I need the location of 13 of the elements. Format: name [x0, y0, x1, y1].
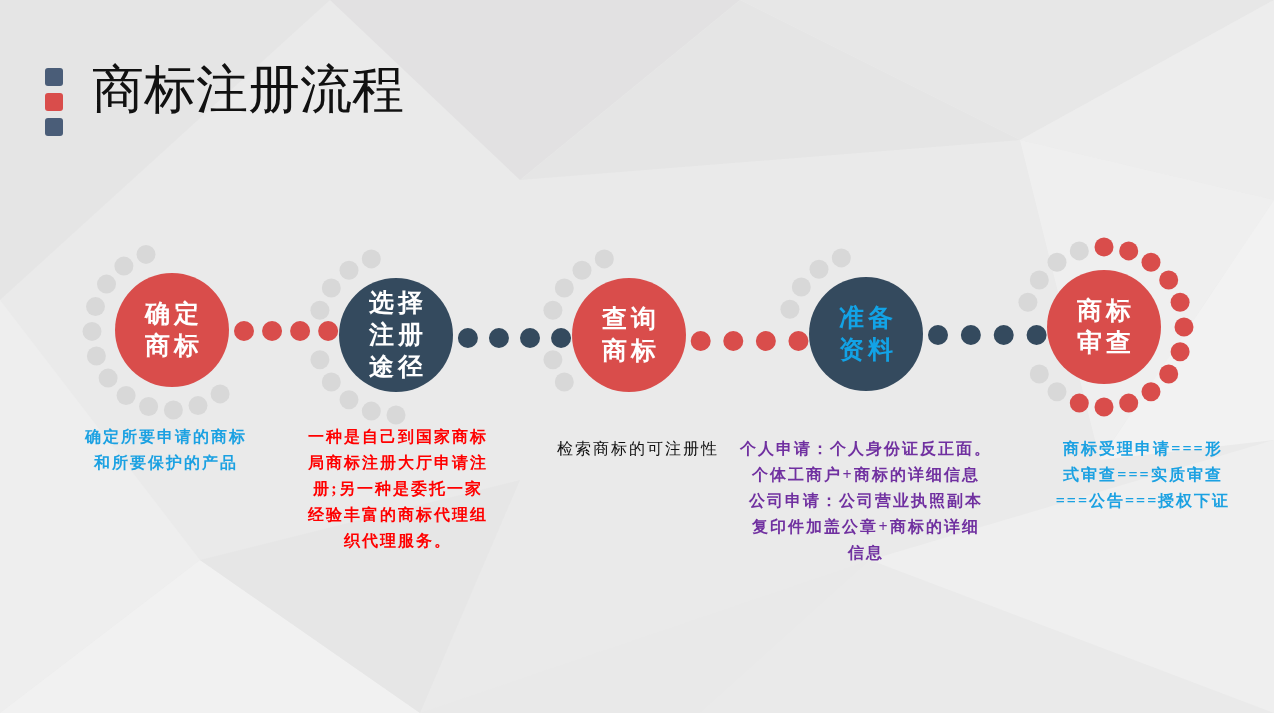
step-label: 商标审查 [1076, 295, 1136, 359]
step-description: 检索商标的可注册性 [557, 439, 719, 459]
step-description: 确定所要申请的商标和所要保护的产品 [84, 427, 248, 473]
step-label: 确定商标 [143, 298, 204, 362]
step-description: 公司申请：公司营业执照副本复印件加盖公章+商标的详细信息 [748, 491, 984, 563]
step-label: 选择注册途径 [368, 287, 428, 383]
step-description: 个体工商户+商标的详细信息 [752, 465, 980, 485]
step-label: 查询商标 [601, 303, 661, 367]
step-label: 准备资料 [838, 302, 898, 366]
diagram-title: 商标注册流程 [92, 58, 404, 120]
step-description: 商标受理申请===形式审查===实质审查===公告===授权下证 [1055, 439, 1231, 511]
step-description: 个人申请：个人身份证反正面。 [740, 439, 992, 459]
step-description: 一种是自己到国家商标局商标注册大厅申请注册;另一种是委托一家经验丰富的商标代理组织代理服务。 [307, 427, 489, 551]
